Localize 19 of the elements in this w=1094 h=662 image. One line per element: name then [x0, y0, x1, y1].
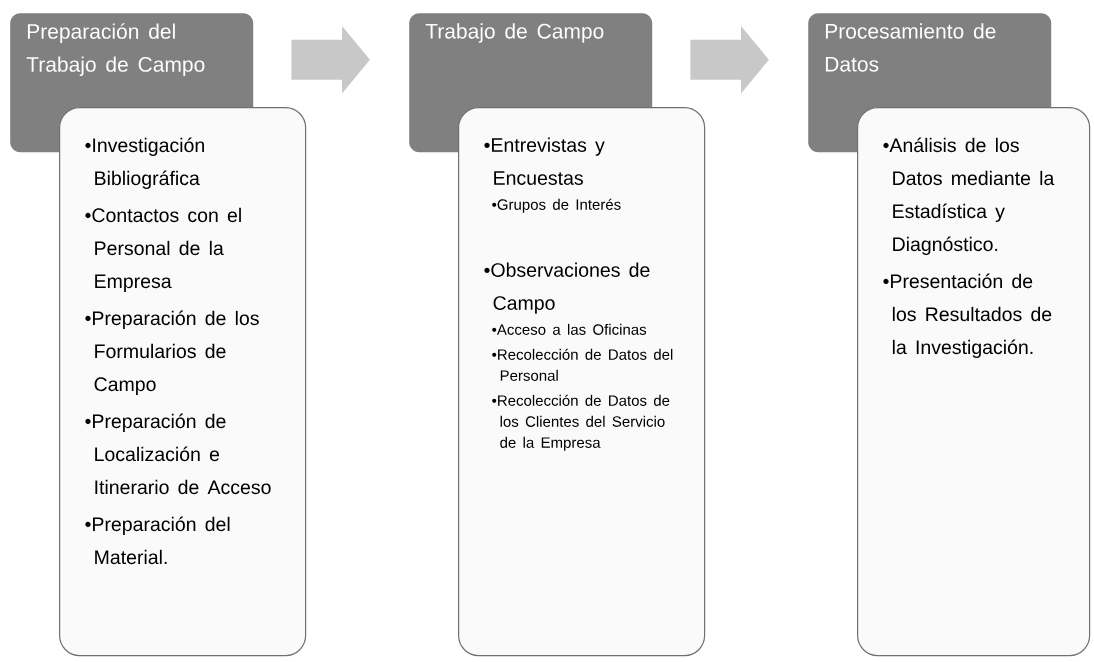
bullet-item: •Presentación de los Resultados de la Investigación.	[883, 273, 1052, 358]
bullet-item: •Preparación del Material.	[85, 516, 230, 565]
bullet-item: •Contactos con el Personal de la Empresa	[85, 207, 241, 292]
task-list-box	[857, 107, 1091, 657]
bullet-item: •Acceso a las Oficinas	[492, 323, 647, 335]
bullet-item: •Recolección de Datos del Personal	[492, 348, 673, 381]
task-list-box	[59, 107, 307, 657]
bullet-item: •Investigación Bibliográfica	[85, 137, 204, 189]
bullet-item: •Preparación de Localización e Itinerario de Acceso	[85, 413, 271, 495]
bullet-item: •Análisis de los Datos mediante la Estadística y Diagnóstico.	[883, 137, 1055, 255]
header-title: Preparación del Trabajo de Campo	[26, 23, 205, 77]
bullet-item: •Entrevistas y Encuestas	[484, 137, 605, 185]
bullet-item: •Grupos de Interés	[492, 198, 621, 213]
header-title: Procesamiento de Datos	[825, 23, 996, 72]
bullet-item: •Observaciones de Campo	[484, 262, 650, 314]
header-title: Trabajo de Campo	[425, 23, 604, 43]
bullet-item: •Recolección de Datos de los Clientes del Servicio de la Empresa	[492, 394, 670, 451]
bullet-item: •Preparación de los Formularios de Campo	[85, 310, 259, 395]
task-list-box	[458, 107, 706, 657]
